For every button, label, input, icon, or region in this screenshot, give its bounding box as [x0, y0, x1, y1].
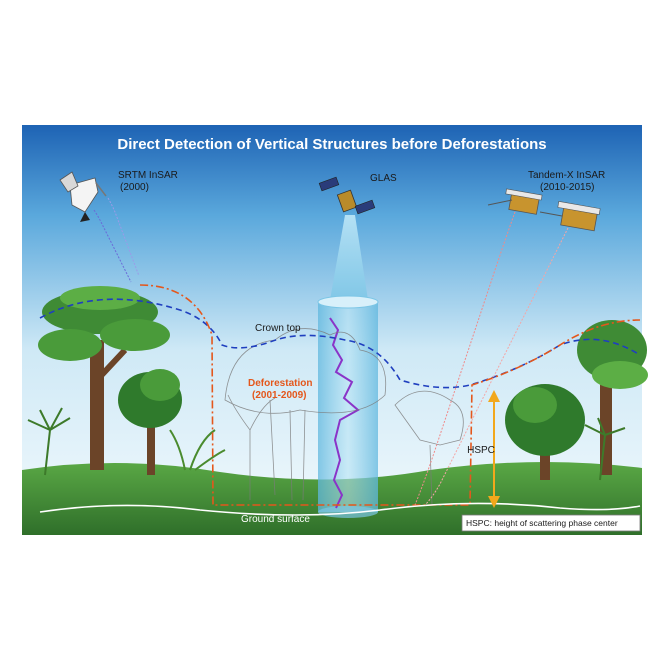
tandem-name-label: Tandem-X InSAR	[528, 170, 605, 181]
tandem-boom	[487, 199, 563, 217]
ground-surface-line	[39, 502, 641, 516]
srtm-signal-2	[107, 197, 140, 277]
hspc-label: HSPC	[467, 445, 495, 456]
right-bushy-tree	[505, 384, 585, 480]
srtm-name-label: SRTM InSAR	[118, 170, 178, 181]
glas-cylinder-bottom	[318, 506, 378, 518]
glas-waveform	[329, 317, 360, 509]
glas-name-label: GLAS	[370, 173, 397, 184]
glas-footprint-cylinder	[318, 302, 378, 512]
deforested-tree-outlines	[224, 328, 464, 506]
left-bushy-tree	[118, 369, 182, 475]
glas-beam	[330, 215, 368, 300]
tandem-x-satellite-1	[505, 188, 543, 215]
glas-cylinder-top	[317, 295, 379, 309]
tandem-signal-1	[414, 211, 516, 506]
ground-surface-label: Ground surface	[241, 514, 310, 525]
left-fern	[169, 429, 226, 471]
diagram-title: Direct Detection of Vertical Structures …	[117, 136, 546, 153]
tandem-years-label: (2010-2015)	[540, 182, 594, 193]
hspc-arrow	[488, 390, 500, 508]
left-canopy-tree	[38, 286, 170, 470]
deforestation-label: Deforestation	[248, 378, 312, 389]
legend-note-text: HSPC: height of scattering phase center	[466, 518, 618, 528]
srtm-signal	[93, 209, 132, 283]
tandem-signal-2	[424, 227, 569, 506]
hspc-line	[139, 284, 641, 506]
crown-top-label: Crown top	[255, 323, 301, 334]
legend-note-box	[461, 514, 641, 532]
deforestation-years-label: (2001-2009)	[252, 390, 306, 401]
srtm-shuttle	[59, 171, 107, 222]
glas-satellite	[318, 176, 376, 215]
right-palm	[584, 417, 626, 481]
tandem-x-satellite-2	[557, 201, 601, 232]
left-palm	[27, 407, 71, 476]
srtm-years-label: (2000)	[120, 182, 149, 193]
